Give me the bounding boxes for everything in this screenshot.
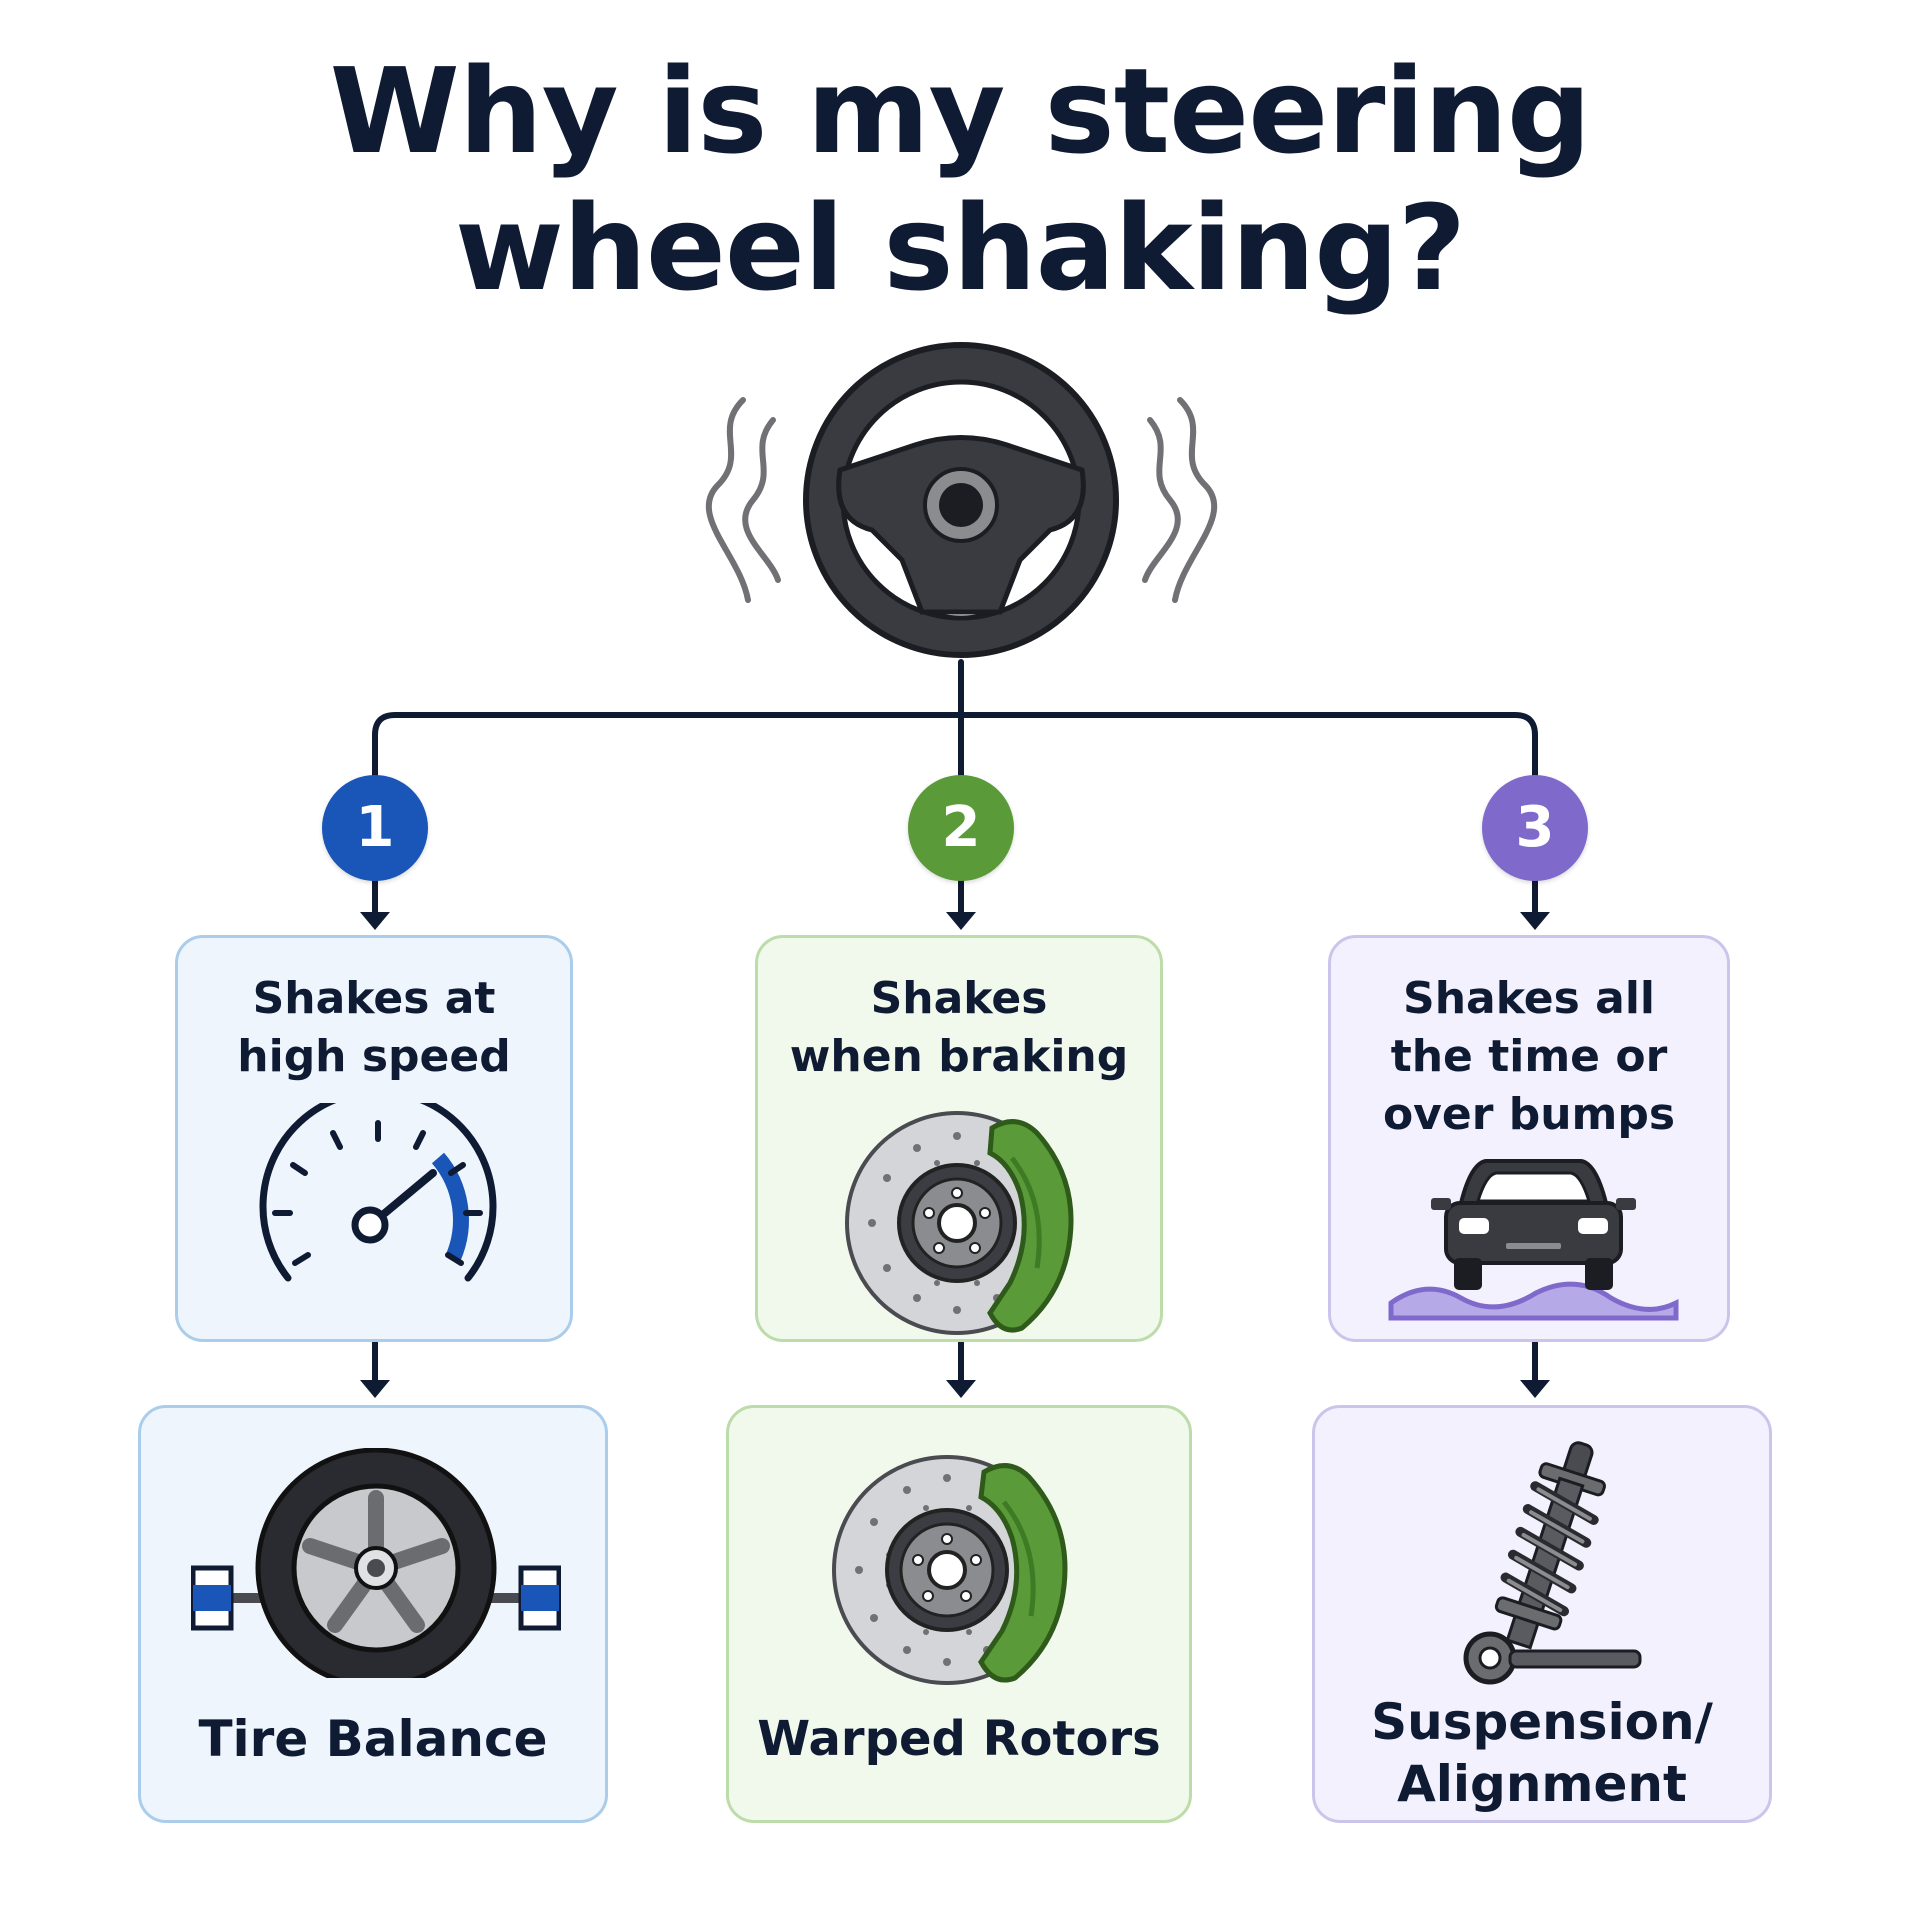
cause-2-label: Warped Rotors — [757, 1711, 1161, 1767]
symptom-card-high-speed: Shakes at high speed — [175, 935, 573, 1342]
symptom-card-braking: Shakes when braking — [755, 935, 1163, 1342]
cause-3-label-line-2: Alignment — [1397, 1755, 1687, 1813]
brake-disc-caliper-icon — [845, 1111, 1074, 1335]
symptom-card-bumps: Shakes all the time or over bumps — [1328, 935, 1730, 1342]
cause-card-tire-balance: Tire Balance — [138, 1405, 608, 1823]
symptom-2-line-1: Shakes — [870, 973, 1048, 1024]
page-title-line-2: wheel shaking? — [454, 179, 1466, 317]
step-badge-2: 2 — [908, 775, 1014, 881]
symptom-3-line-1: Shakes all — [1403, 973, 1655, 1024]
brake-rotor-icon — [832, 1455, 1068, 1685]
shock-absorber-icon — [1463, 1441, 1642, 1685]
cause-3-label-line-1: Suspension/ — [1371, 1693, 1713, 1751]
page-title-line-1: Why is my steering — [329, 42, 1592, 180]
speedometer-icon — [259, 1103, 497, 1282]
balanced-tire-icon — [191, 1448, 561, 1678]
symptom-2-line-2: when braking — [789, 1031, 1129, 1082]
symptom-1-line-2: high speed — [237, 1031, 511, 1082]
car-on-bumpy-road-icon — [1388, 1159, 1679, 1321]
step-badge-3: 3 — [1482, 775, 1588, 881]
step-badge-1: 1 — [322, 775, 428, 881]
symptom-1-line-1: Shakes at — [252, 973, 496, 1024]
cause-1-label: Tire Balance — [198, 1710, 548, 1768]
symptom-3-line-3: over bumps — [1382, 1089, 1676, 1140]
symptom-3-line-2: the time or — [1390, 1031, 1668, 1082]
cause-card-suspension-alignment: Suspension/ Alignment — [1312, 1405, 1772, 1823]
cause-card-warped-rotors: Warped Rotors — [726, 1405, 1192, 1823]
